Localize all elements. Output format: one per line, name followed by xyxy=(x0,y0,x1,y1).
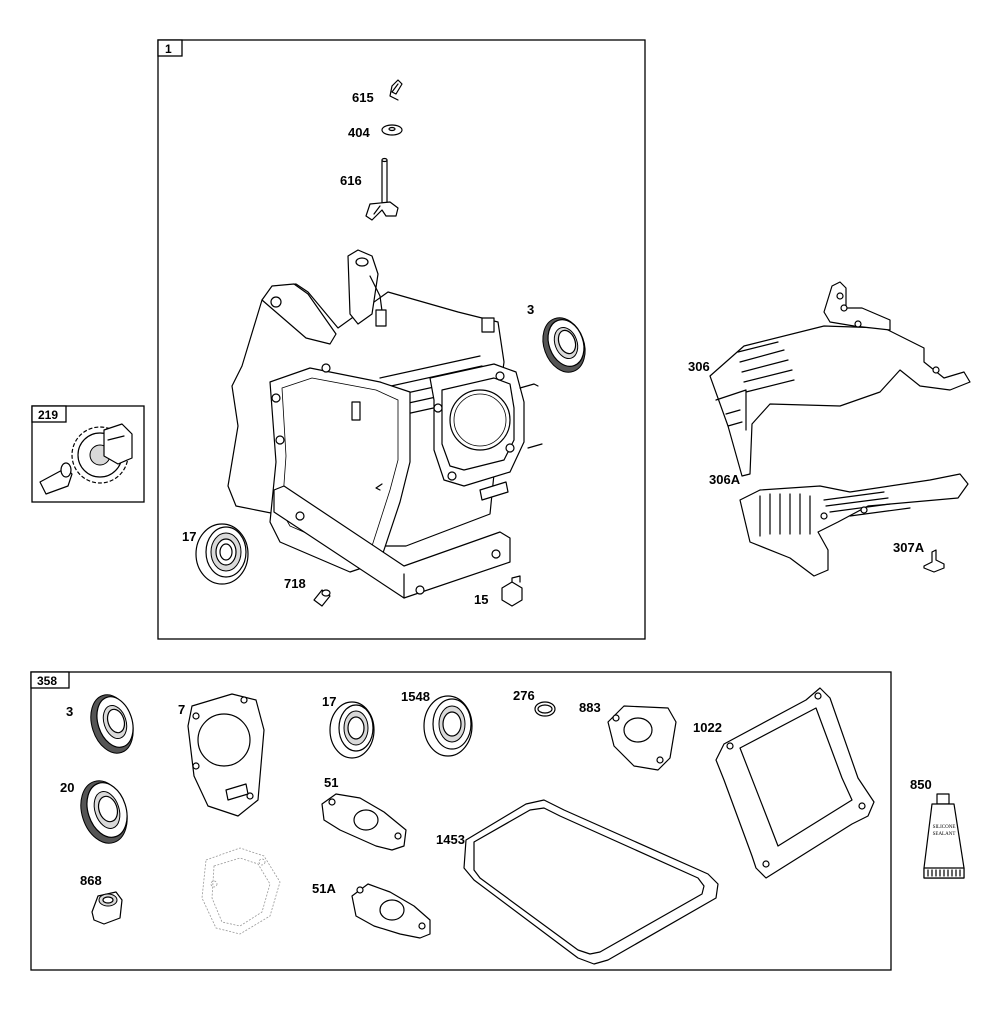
label-1548: 1548 xyxy=(401,689,430,704)
part-3-oil-seal-icon[interactable] xyxy=(536,312,593,378)
label-51: 51 xyxy=(324,775,338,790)
label-404: 404 xyxy=(348,125,370,140)
label-883: 883 xyxy=(579,700,601,715)
label-3-block: 3 xyxy=(527,302,534,317)
label-868: 868 xyxy=(80,873,102,888)
governor-box: 219 xyxy=(31,405,145,503)
part-615-clip-icon[interactable] xyxy=(389,79,403,101)
part-718-dowel-pin-icon[interactable] xyxy=(313,589,331,607)
part-7-head-gasket-icon[interactable] xyxy=(187,693,265,817)
label-1022: 1022 xyxy=(693,720,722,735)
part-1548-bearing-icon[interactable] xyxy=(423,695,473,757)
part-17-bearing-icon[interactable] xyxy=(329,701,375,759)
part-51a-gasket-icon[interactable] xyxy=(351,883,431,939)
part-868-valve-seal-icon[interactable] xyxy=(91,891,123,925)
part-15-plug-icon[interactable] xyxy=(501,575,523,607)
label-15: 15 xyxy=(474,592,488,607)
label-718: 718 xyxy=(284,576,306,591)
label-615: 615 xyxy=(352,90,374,105)
part-17-bearing-icon[interactable] xyxy=(195,523,249,585)
part-307a-screw-icon[interactable] xyxy=(923,549,945,573)
part-51-gasket-icon[interactable] xyxy=(321,793,407,851)
gasket-set-box-label: 358 xyxy=(37,674,57,688)
engine-block-box-label: 1 xyxy=(165,42,172,56)
part-3-oil-seal-icon[interactable] xyxy=(84,689,141,758)
label-3-set: 3 xyxy=(66,704,73,719)
governor-box-label: 219 xyxy=(38,408,58,422)
tube-text-line1: SILICONE xyxy=(933,825,956,830)
label-616: 616 xyxy=(340,173,362,188)
part-404-washer-icon[interactable] xyxy=(381,124,403,136)
tube-text-line2: SEALANT xyxy=(933,832,956,837)
label-17-block: 17 xyxy=(182,529,196,544)
label-51a: 51A xyxy=(312,881,336,896)
label-307a: 307A xyxy=(893,540,925,555)
part-850-sealant-tube-icon[interactable]: SILICONE SEALANT xyxy=(923,793,965,879)
label-1453: 1453 xyxy=(436,832,465,847)
engine-block-icon[interactable] xyxy=(227,249,543,599)
label-306a: 306A xyxy=(709,472,741,487)
gasket-set-box: 358 xyxy=(30,671,892,971)
label-7: 7 xyxy=(178,702,185,717)
label-276: 276 xyxy=(513,688,535,703)
part-219-governor-gear-icon[interactable] xyxy=(39,423,133,495)
label-850: 850 xyxy=(910,777,932,792)
part-1453-seal-icon[interactable] xyxy=(463,799,719,965)
label-306: 306 xyxy=(688,359,710,374)
part-883-gasket-icon[interactable] xyxy=(607,705,677,771)
part-616-governor-shaft-icon[interactable] xyxy=(365,157,399,221)
gasket-outline-icon xyxy=(201,847,281,935)
label-20: 20 xyxy=(60,780,74,795)
part-306a-air-guide-icon[interactable] xyxy=(739,473,969,577)
engine-block-box: 1 xyxy=(157,39,646,640)
part-20-oil-seal-icon[interactable] xyxy=(73,775,135,849)
part-1022-gasket-icon[interactable] xyxy=(715,687,875,879)
part-276-o-ring-icon[interactable] xyxy=(534,701,556,717)
part-306-air-guide-icon[interactable] xyxy=(709,281,971,477)
label-17-set: 17 xyxy=(322,694,336,709)
